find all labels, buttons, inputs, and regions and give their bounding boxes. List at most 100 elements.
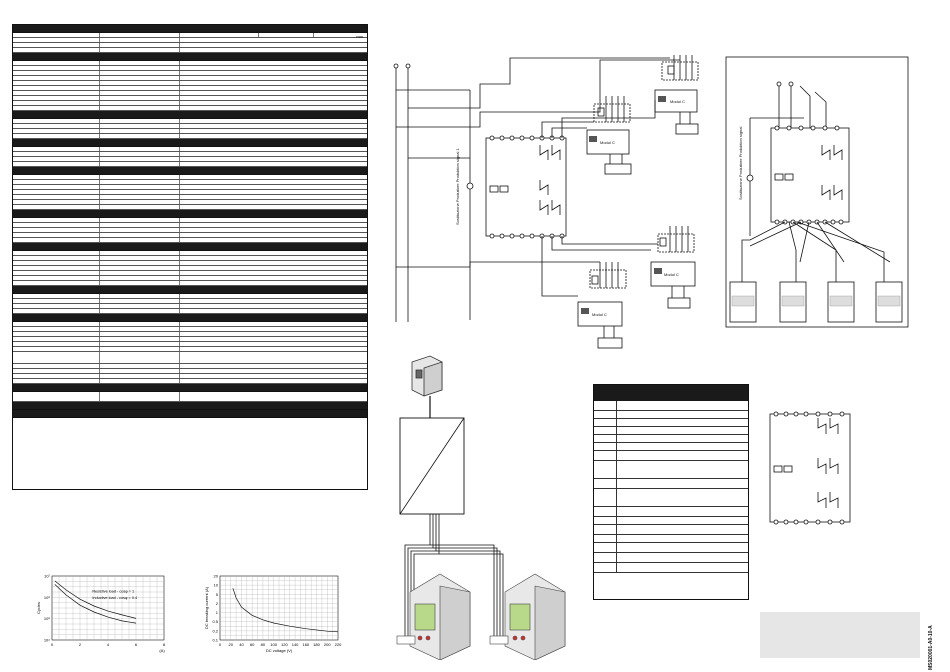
spec-row (13, 61, 367, 66)
spec-cell-divider (179, 392, 180, 401)
spec-cell-divider (179, 157, 180, 161)
spec-cell-divider (179, 195, 180, 199)
spec-row (13, 342, 367, 347)
spec-cell-divider (179, 38, 180, 42)
spec-cell-divider (99, 33, 100, 37)
spec-row (13, 119, 367, 124)
spec-cell-divider (99, 342, 100, 346)
spec-cell-divider (99, 96, 100, 100)
spec-row (13, 332, 367, 337)
spec-section-header (13, 210, 367, 218)
spec-cell-divider (99, 228, 100, 232)
spec-cell-divider (99, 76, 100, 80)
series-line (232, 588, 339, 633)
legend-header (594, 385, 748, 401)
spec-row (13, 76, 367, 81)
y-tick-label: 10⁵ (44, 616, 50, 621)
spec-cell-divider (99, 223, 100, 227)
spec-cell-divider (99, 66, 100, 70)
spec-cell-divider (99, 218, 100, 222)
spec-cell-divider (179, 322, 180, 326)
spec-cell-divider (179, 175, 180, 179)
spec-cell-divider (99, 48, 100, 52)
spec-cell-divider (179, 327, 180, 331)
spec-cell-divider (99, 200, 100, 204)
spec-cell-divider (179, 228, 180, 232)
spec-row (13, 256, 367, 261)
spec-cell-divider (179, 342, 180, 346)
spec-cell-divider (179, 271, 180, 275)
spec-cell-divider (99, 374, 100, 378)
spec-cell-divider (99, 175, 100, 179)
spec-cell-divider (179, 71, 180, 75)
spec-cell-divider (99, 205, 100, 209)
y-tick-label: 0.1 (212, 638, 218, 643)
document-id: MS020001-A0-10-A (928, 625, 934, 670)
power-supply-diagram (396, 355, 566, 660)
spec-cell-divider (179, 124, 180, 128)
spec-row (13, 304, 367, 309)
legend-divider (616, 535, 617, 542)
spec-cell-divider (99, 369, 100, 373)
spec-cell-divider (179, 379, 180, 383)
x-tick-label: 2 (79, 642, 82, 647)
legend-row (594, 525, 748, 535)
spec-row (13, 347, 367, 352)
y-tick-label: 0.2 (212, 628, 218, 633)
spec-cell-divider (179, 374, 180, 378)
y-axis-label: DC breaking current (A) (204, 586, 209, 629)
wiring-diagram-right (725, 56, 909, 328)
spec-row (13, 261, 367, 266)
x-tick-label: 40 (239, 642, 244, 647)
x-tick-label: 100 (270, 642, 277, 647)
spec-row (13, 66, 367, 71)
spec-section-header (13, 167, 367, 175)
spec-cell-divider (179, 81, 180, 85)
spec-cell-divider (99, 180, 100, 184)
spec-cell-divider (179, 106, 180, 110)
spec-row (13, 218, 367, 223)
spec-row (13, 309, 367, 314)
legend-divider (616, 451, 617, 460)
spec-cell-divider (99, 299, 100, 303)
y-tick-label: 20 (214, 574, 219, 579)
spec-cell-divider (99, 91, 100, 95)
spec-row (13, 71, 367, 76)
spec-row (13, 81, 367, 86)
legend-row (594, 553, 748, 563)
spec-row (13, 129, 367, 134)
spec-cell-divider (179, 364, 180, 368)
legend-row (594, 543, 748, 553)
spec-cell-divider (179, 276, 180, 280)
spec-cell-divider (179, 337, 180, 341)
legend-divider (616, 507, 617, 516)
spec-cell-divider (179, 205, 180, 209)
specification-table: mm (12, 24, 368, 490)
spec-row (13, 185, 367, 190)
spec-section-header (13, 139, 367, 147)
legend-divider (616, 525, 617, 534)
spec-row (13, 48, 367, 53)
x-tick-label: 6 (135, 642, 138, 647)
spec-cell-divider (99, 43, 100, 47)
spec-cell-divider (99, 162, 100, 166)
spec-cell-divider (99, 101, 100, 105)
y-tick-label: 2 (216, 601, 219, 606)
spec-cell-divider (99, 152, 100, 156)
spec-row (13, 180, 367, 185)
spec-cell-divider (99, 124, 100, 128)
spec-row (13, 101, 367, 106)
spec-cell-divider (179, 48, 180, 52)
x-axis-label: (A) (159, 648, 165, 653)
spec-cell-divider (99, 106, 100, 110)
spec-cell-divider (179, 233, 180, 237)
spec-cell-divider (179, 33, 180, 37)
spec-row (13, 352, 367, 364)
spec-cell-divider (179, 256, 180, 260)
spec-cell-divider (179, 147, 180, 151)
signal-label: Sostituzione Produttore Produktion signa… (455, 148, 460, 225)
legend-row (594, 401, 748, 411)
legend-row (594, 443, 748, 451)
terminal-legend-table (593, 384, 749, 600)
